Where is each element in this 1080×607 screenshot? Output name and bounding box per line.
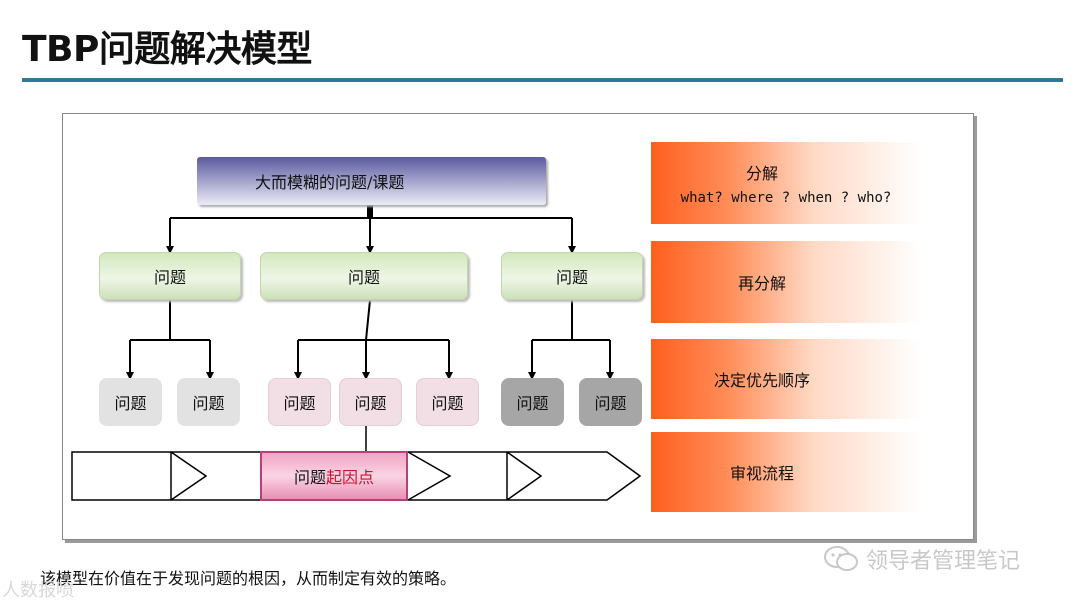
- step-decompose-questions: what? where ? when ? who?: [680, 190, 892, 206]
- step-decompose-label: 分解: [745, 164, 778, 183]
- watermark: 领导者管理笔记: [822, 543, 1020, 575]
- level3-problem-node: 问题: [99, 378, 162, 426]
- level2-problem-node: 问题: [501, 252, 643, 300]
- step-prioritize-label: 决定优先顺序: [713, 371, 810, 390]
- level3-problem-node: 问题: [501, 378, 564, 426]
- step-re-decompose: 再分解: [651, 241, 921, 323]
- root-cause-node: 问题起因点: [260, 451, 408, 501]
- level3-problem-node: 问题: [579, 378, 642, 426]
- level2-problem-node: 问题: [99, 252, 241, 300]
- watermark-text: 领导者管理笔记: [866, 549, 1021, 574]
- level2-problem-node: 问题: [260, 252, 468, 300]
- step-review-label: 审视流程: [729, 464, 794, 483]
- wechat-icon: [824, 546, 858, 571]
- step-prioritize: 决定优先顺序: [651, 339, 921, 419]
- watermark-left: 人数报喷: [2, 580, 74, 601]
- level3-problem-node: 问题: [339, 378, 402, 426]
- footer-caption: 该模型在价值在于发现问题的根因，从而制定有效的策略。: [40, 569, 457, 588]
- level3-problem-node: 问题: [416, 378, 479, 426]
- top-problem-node: 大而模糊的问题/课题: [197, 157, 546, 205]
- title-divider: [22, 78, 1063, 82]
- page-title: TBP问题解决模型: [22, 29, 312, 70]
- step-re-decompose-label: 再分解: [737, 274, 786, 293]
- root-cause-prefix: 问题: [293, 468, 326, 487]
- step-review: 审视流程: [651, 432, 921, 512]
- step-decompose: 分解 what? where ? when ? who?: [651, 142, 921, 224]
- root-cause-highlight: 起因点: [326, 468, 375, 487]
- level3-problem-node: 问题: [268, 378, 331, 426]
- level3-problem-node: 问题: [177, 378, 240, 426]
